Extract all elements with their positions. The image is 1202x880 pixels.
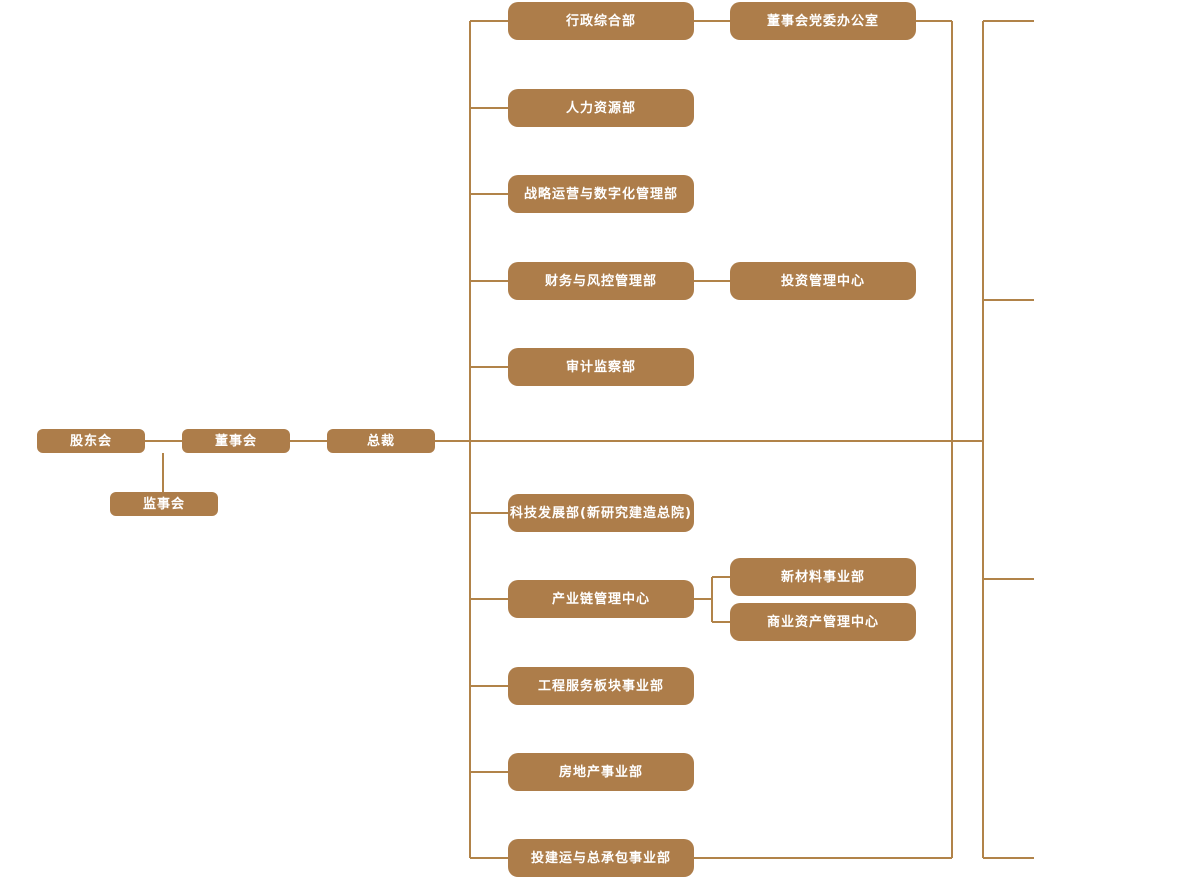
connector-line — [470, 771, 508, 773]
connector-line — [145, 440, 182, 442]
connector-line — [290, 440, 327, 442]
connector-line — [982, 21, 984, 858]
connector-line — [470, 598, 508, 600]
org-node-president: 总裁 — [327, 429, 435, 453]
connector-line — [470, 685, 508, 687]
org-node-human-resources-dept: 人力资源部 — [508, 89, 694, 127]
connector-line — [711, 577, 713, 622]
connector-line — [435, 440, 983, 442]
connector-line — [470, 193, 508, 195]
org-node-investment-mgmt-center: 投资管理中心 — [730, 262, 916, 300]
connector-line — [712, 621, 730, 623]
connector-line — [983, 20, 1034, 22]
connector-line — [694, 598, 712, 600]
connector-line — [162, 453, 164, 492]
connector-line — [916, 20, 952, 22]
connector-line — [470, 280, 508, 282]
connector-line — [694, 857, 952, 859]
org-node-ibo-epc-division: 投建运与总承包事业部 — [508, 839, 694, 877]
connector-line — [983, 299, 1034, 301]
connector-line — [983, 578, 1034, 580]
org-node-audit-supervision-dept: 审计监察部 — [508, 348, 694, 386]
org-node-finance-risk-dept: 财务与风控管理部 — [508, 262, 694, 300]
connector-line — [694, 280, 730, 282]
org-node-engineering-services-div: 工程服务板块事业部 — [508, 667, 694, 705]
org-node-commercial-assets-center: 商业资产管理中心 — [730, 603, 916, 641]
org-node-board-of-directors: 董事会 — [182, 429, 290, 453]
connector-line — [712, 576, 730, 578]
org-node-supervisory-board: 监事会 — [110, 492, 218, 516]
connector-line — [470, 366, 508, 368]
connector-line — [470, 107, 508, 109]
org-node-tech-development-dept: 科技发展部(新研究建造总院) — [508, 494, 694, 532]
org-node-admin-general-dept: 行政综合部 — [508, 2, 694, 40]
org-node-board-party-office: 董事会党委办公室 — [730, 2, 916, 40]
org-node-shareholders-meeting: 股东会 — [37, 429, 145, 453]
org-node-real-estate-division: 房地产事业部 — [508, 753, 694, 791]
connector-line — [951, 21, 953, 858]
org-node-strategy-digital-dept: 战略运营与数字化管理部 — [508, 175, 694, 213]
connector-line — [470, 20, 508, 22]
connector-line — [983, 857, 1034, 859]
connector-line — [694, 20, 730, 22]
connector-line — [470, 857, 508, 859]
connector-line — [469, 21, 471, 858]
connector-line — [470, 512, 508, 514]
org-node-industry-chain-center: 产业链管理中心 — [508, 580, 694, 618]
org-node-new-materials-division: 新材料事业部 — [730, 558, 916, 596]
